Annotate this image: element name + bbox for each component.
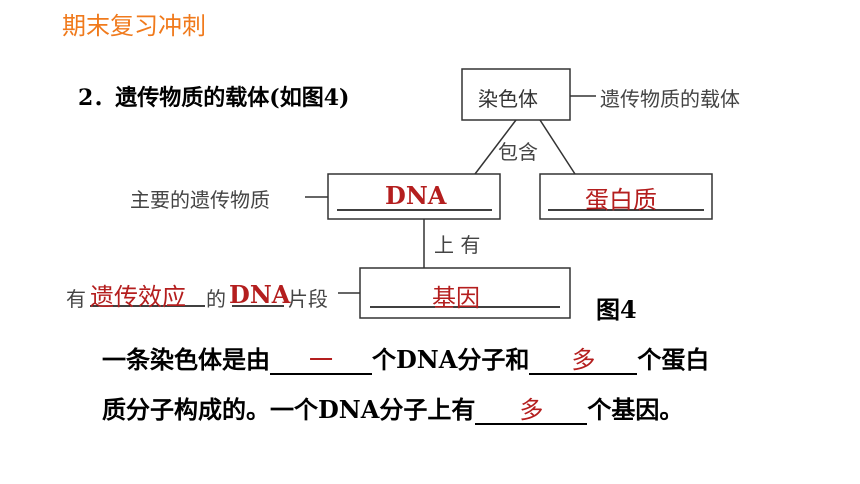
blank-1[interactable]: 一 bbox=[270, 347, 372, 375]
segment-label: 片段 bbox=[288, 287, 328, 311]
blank-2[interactable]: 多 bbox=[529, 347, 638, 375]
contains-label: 包含 bbox=[498, 140, 538, 164]
gene-answer: 基因 bbox=[432, 284, 480, 312]
protein-box bbox=[539, 173, 713, 220]
dna-answer-2: DNA bbox=[229, 280, 291, 309]
main-genetic-material-label: 主要的遗传物质 bbox=[130, 188, 270, 212]
de-label: 的 bbox=[206, 287, 226, 311]
blank-3[interactable]: 多 bbox=[475, 397, 588, 425]
figure-label: 图4 bbox=[596, 295, 637, 324]
branch-left bbox=[474, 119, 517, 175]
sentence-line-2: 质分子构成的。一个DNA分子上有多个基因。 bbox=[102, 395, 684, 425]
have-label: 有 bbox=[66, 287, 86, 311]
protein-answer: 蛋白质 bbox=[585, 186, 657, 214]
genetic-effect-answer: 遗传效应 bbox=[90, 283, 186, 311]
on-has-label: 上 有 bbox=[434, 233, 481, 257]
header-title: 期末复习冲刺 bbox=[62, 12, 206, 40]
chromosome-label: 染色体 bbox=[478, 87, 538, 111]
question-title: 2．遗传物质的载体(如图4) bbox=[78, 85, 350, 111]
carrier-label: 遗传物质的载体 bbox=[600, 87, 740, 111]
dna-answer: DNA bbox=[385, 181, 447, 210]
sentence-line-1: 一条染色体是由一个DNA分子和多个蛋白 bbox=[102, 345, 710, 375]
branch-right bbox=[539, 119, 576, 175]
